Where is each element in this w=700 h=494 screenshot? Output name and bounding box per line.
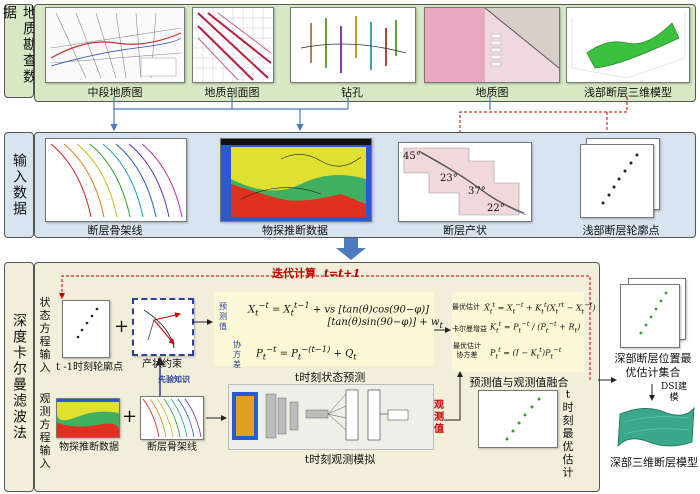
obs-geophysical-caption: 物探推断数据 bbox=[59, 442, 119, 453]
geology-row-label-text: 地质勘查数据 bbox=[1, 5, 37, 85]
fault-angle-1: 45° bbox=[403, 151, 421, 162]
geology-caption-5: 浅部断层三维模型 bbox=[584, 86, 672, 99]
mid-level-geology-map-image bbox=[46, 8, 184, 82]
fault-angle-2: 23° bbox=[440, 173, 458, 184]
kalman-row-label: 深度卡尔曼滤波法 bbox=[4, 262, 34, 492]
t-optimal-estimate-plot bbox=[478, 390, 558, 448]
down-arrow-icon bbox=[336, 238, 366, 260]
iteration-equation: t=t+1 bbox=[323, 267, 361, 280]
prev-points-caption: t -1时刻轮廓点 bbox=[56, 362, 123, 373]
obs-geophysical-image bbox=[57, 399, 119, 437]
state-input-text: 状态方程输入 bbox=[39, 296, 51, 374]
borehole-image bbox=[291, 8, 415, 82]
obs-input-text: 观测方程输入 bbox=[39, 392, 51, 470]
fusion-formula-2: Ktt = Pt−t / (Pt−t + Rt) bbox=[490, 320, 581, 335]
t-optimal-caption: t时刻最优估计 bbox=[562, 388, 574, 479]
fault-skeleton-lines bbox=[45, 138, 187, 222]
plus-icon-1: + bbox=[114, 316, 130, 337]
geophysical-inference-data bbox=[220, 138, 372, 222]
production-constraint-image bbox=[143, 309, 181, 349]
geology-caption-3: 钻孔 bbox=[341, 86, 363, 99]
deep-positions-caption: 深部断层位置最优估计集合 bbox=[614, 352, 692, 379]
deep-positions-image bbox=[639, 291, 668, 335]
dsi-label: DSI建模 bbox=[661, 382, 687, 403]
obs-fault-skeleton bbox=[140, 396, 204, 440]
state-formula-2: Pt−t = Pt−(t−1) + Qt bbox=[256, 344, 357, 362]
fusion-caption: 预测值与观测值融合 bbox=[469, 376, 569, 389]
mid-level-geology-map bbox=[45, 7, 185, 83]
geology-caption-1: 中段地质图 bbox=[87, 86, 143, 99]
t-optimal-image bbox=[505, 397, 541, 441]
shallow-contour-points bbox=[580, 144, 654, 218]
plus-icon-2: + bbox=[122, 406, 138, 427]
geology-profile-map bbox=[192, 7, 274, 83]
input-caption-2: 物探推断数据 bbox=[262, 224, 328, 237]
predicted-value-label: 预测值 bbox=[219, 302, 227, 331]
state-formula-1: Xt−t = Xtt−1 + vs [tan(θ)cos(90−φ)] [tan… bbox=[248, 300, 443, 331]
iteration-text: 迭代计算 bbox=[272, 267, 316, 280]
shallow-contour-image bbox=[601, 153, 639, 205]
shallow-fault-3d-model bbox=[566, 7, 690, 83]
prev-contour-points bbox=[62, 300, 110, 358]
covariance-label: 协方差 bbox=[233, 340, 241, 369]
deep-positions-plot bbox=[620, 284, 680, 348]
fusion-formula-1: X̂tt = Xt−t + Ktt(Xtrt − Xt−t) bbox=[484, 301, 596, 316]
state-input-label: 状态方程输入 bbox=[36, 296, 54, 374]
obs-simulation-caption: t时刻观测模拟 bbox=[304, 453, 376, 466]
prior-knowledge-label: 先验知识 bbox=[158, 374, 190, 384]
fault-attitude-image bbox=[399, 143, 531, 221]
fault-skeleton-image bbox=[46, 139, 186, 221]
shallow-fault-3d-image bbox=[567, 8, 689, 82]
deep-model-caption: 深部三维断层模型 bbox=[610, 456, 698, 469]
state-prediction-caption: t时刻状态预测 bbox=[294, 371, 366, 384]
geological-map-image bbox=[425, 8, 559, 82]
neural-network-diagram bbox=[232, 389, 409, 441]
prev-points-image bbox=[76, 307, 99, 339]
iteration-label: 迭代计算 t=t+1 bbox=[272, 265, 360, 281]
geology-caption-4: 地质图 bbox=[475, 86, 509, 99]
deep-3d-model bbox=[614, 402, 696, 452]
fusion-formula-3: Ptt = (I − Ktt)Pt−t bbox=[490, 346, 562, 361]
geology-caption-2: 地质剖面图 bbox=[204, 86, 260, 99]
fusion-box bbox=[452, 292, 584, 372]
optimal-estimate-label: 最优估计 bbox=[452, 303, 480, 311]
state-prediction-box bbox=[214, 292, 434, 366]
kalman-row-label-text: 深度卡尔曼滤波法 bbox=[11, 313, 27, 441]
fault-attitude-map bbox=[398, 142, 532, 222]
production-constraint-caption: 产状约束 bbox=[142, 359, 182, 370]
optimal-cov-label: 最优估计协方差 bbox=[453, 342, 481, 359]
production-constraint-box bbox=[132, 298, 194, 356]
obs-input-label: 观测方程输入 bbox=[36, 392, 54, 470]
obs-skeleton-caption: 断层骨架线 bbox=[147, 442, 197, 453]
input-row-label: 输入数据 bbox=[4, 132, 34, 238]
input-caption-1: 断层骨架线 bbox=[87, 224, 143, 237]
deep-3d-model-image bbox=[617, 406, 695, 448]
obs-geophysical-data bbox=[56, 398, 120, 438]
geophysical-image bbox=[221, 139, 371, 221]
input-caption-3: 断层产状 bbox=[443, 224, 487, 237]
borehole-map bbox=[290, 7, 416, 83]
fault-angle-4: 22° bbox=[487, 203, 505, 214]
obs-value-label: 观测值 bbox=[434, 400, 444, 435]
kalman-gain-label: 卡尔曼增益 bbox=[452, 325, 487, 333]
geology-row-label: 地质勘查数据 bbox=[1, 4, 37, 98]
obs-fault-skeleton-image bbox=[142, 398, 202, 438]
input-row-label-text: 输入数据 bbox=[11, 153, 27, 217]
fault-angle-3: 37° bbox=[468, 186, 486, 197]
geological-map bbox=[424, 7, 560, 83]
geology-profile-image bbox=[193, 8, 273, 82]
input-caption-4: 浅部断层轮廓点 bbox=[582, 224, 660, 237]
